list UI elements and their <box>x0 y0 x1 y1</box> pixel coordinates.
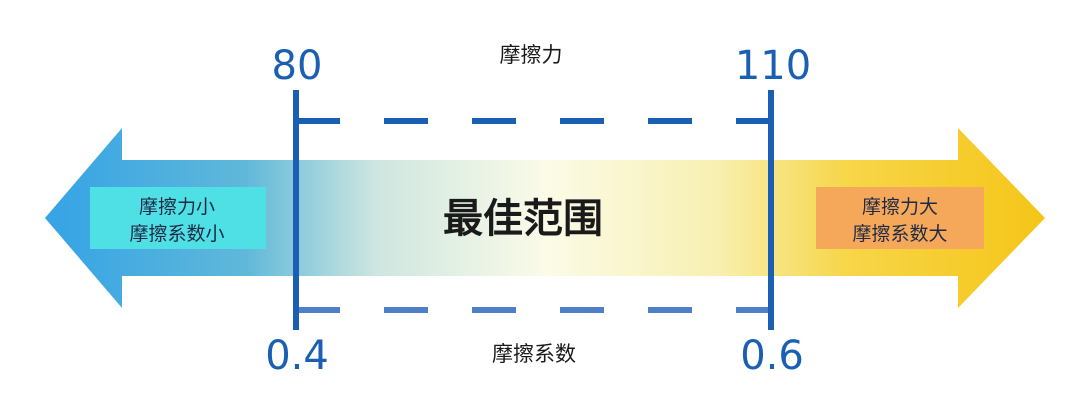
high-side-line2: 摩擦系数大 <box>852 223 947 245</box>
coefficient-low-value: 0.4 <box>265 333 329 379</box>
high-side-box <box>816 187 984 249</box>
low-side-line2: 摩擦系数小 <box>129 223 224 245</box>
force-axis-label: 摩擦力 <box>500 43 563 67</box>
coefficient-axis-label: 摩擦系数 <box>492 342 576 366</box>
high-side-line1: 摩擦力大 <box>862 196 938 218</box>
coefficient-high-value: 0.6 <box>740 333 804 379</box>
low-side-box <box>90 187 266 249</box>
force-low-value: 80 <box>272 43 323 89</box>
optimal-range-label: 最佳范围 <box>443 196 603 242</box>
force-high-value: 110 <box>735 43 811 89</box>
low-side-line1: 摩擦力小 <box>139 196 215 218</box>
